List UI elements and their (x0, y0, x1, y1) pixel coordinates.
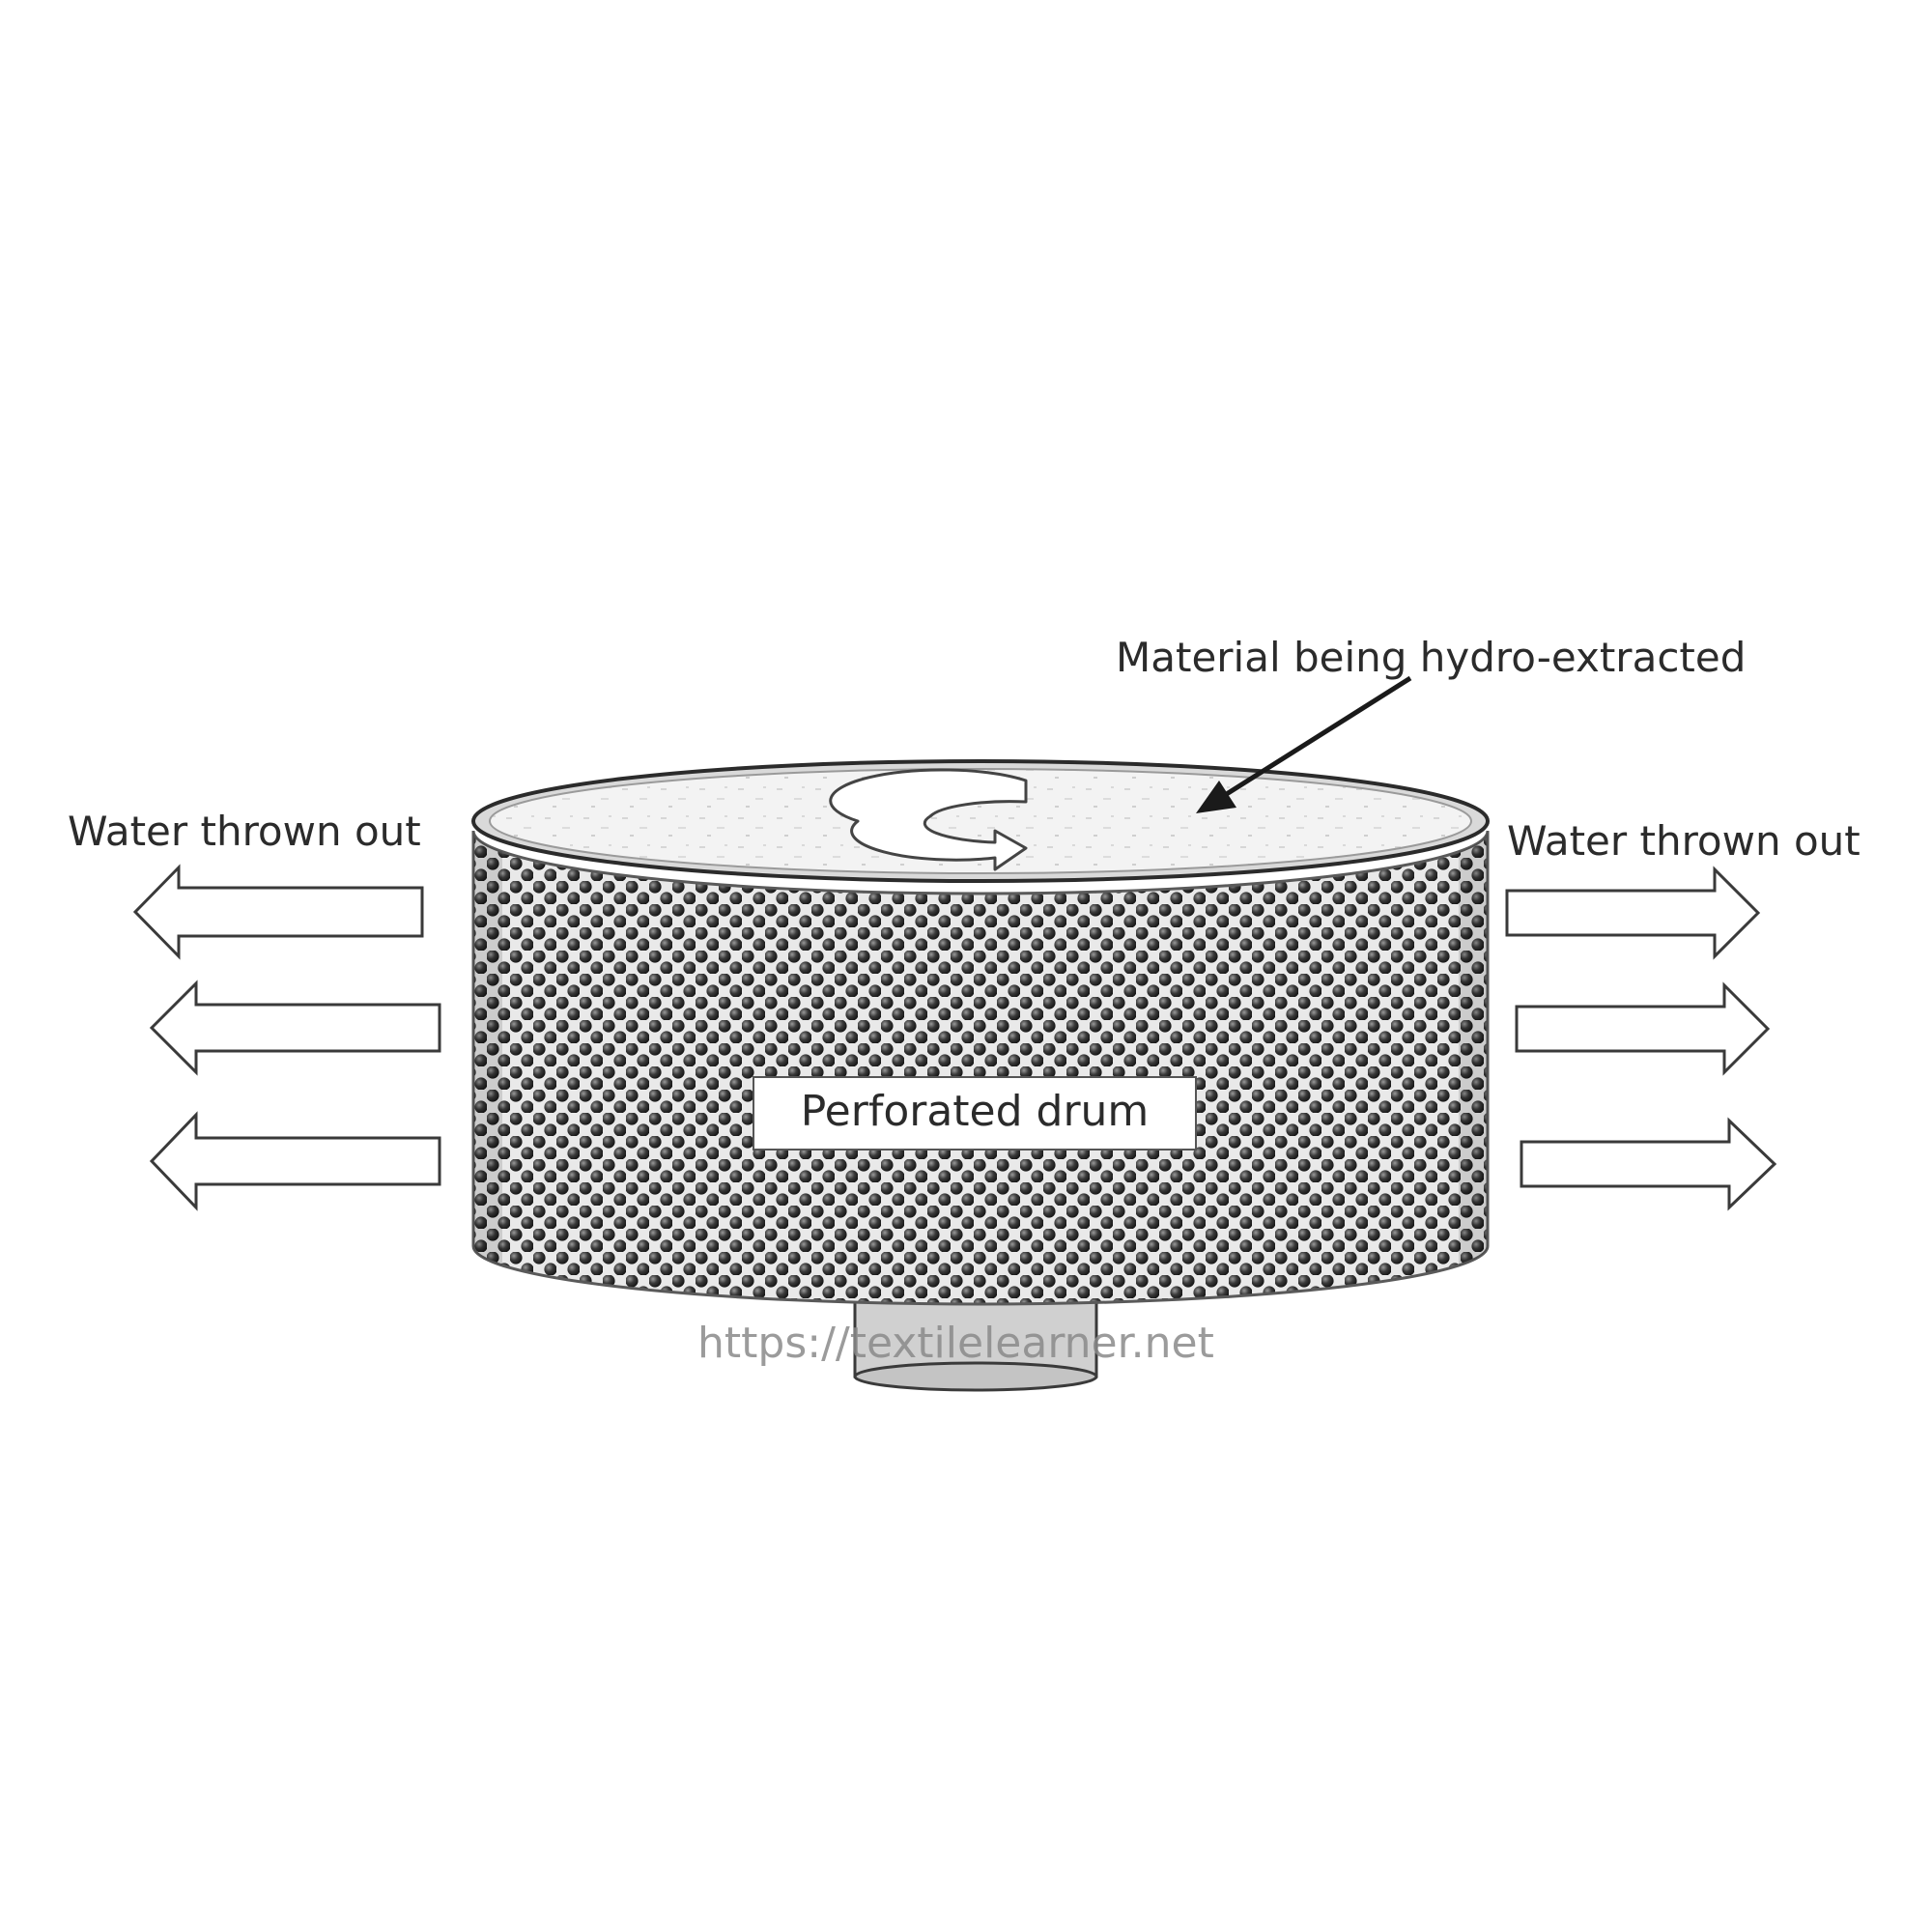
outflow-arrow-icon (149, 1111, 441, 1211)
outflow-arrow-icon (1505, 866, 1761, 960)
outflow-arrow-icon (132, 864, 424, 960)
drum-label-box: Perforated drum (753, 1076, 1197, 1151)
water-label-left: Water thrown out (68, 808, 421, 855)
outflow-arrow-icon (1520, 1117, 1777, 1211)
rotation-arrow-icon (829, 768, 1028, 871)
outflow-arrow-icon (1515, 981, 1771, 1076)
right-outflow-arrows (1505, 866, 1777, 1211)
drum-label: Perforated drum (801, 1087, 1150, 1136)
outflow-arrow-icon (149, 980, 441, 1076)
perforated-drum-wall (471, 830, 1490, 1306)
left-outflow-arrows (132, 864, 441, 1211)
watermark: https://textilelearner.net (697, 1319, 1214, 1368)
material-pointer-arrow (1196, 675, 1412, 813)
water-label-right: Water thrown out (1507, 817, 1861, 865)
material-label: Material being hydro-extracted (1116, 634, 1746, 681)
